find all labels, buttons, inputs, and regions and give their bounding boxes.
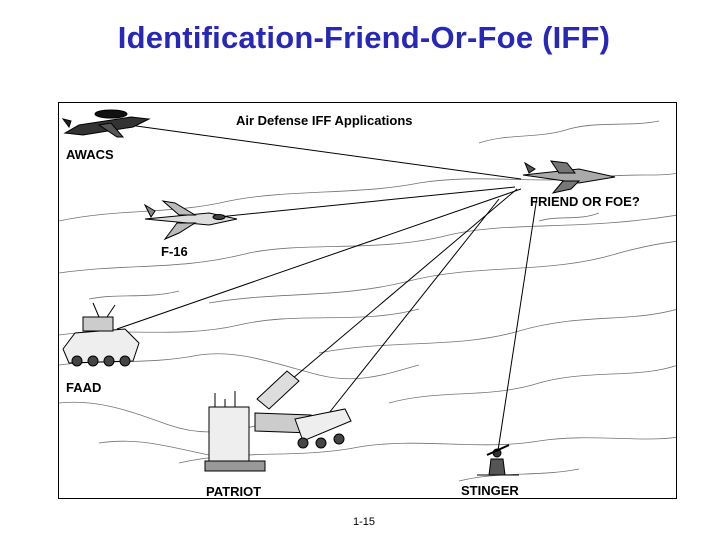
faad-vehicle-icon	[63, 303, 139, 366]
slide-title: Identification-Friend-Or-Foe (IFF)	[0, 20, 728, 56]
awacs-label: AWACS	[66, 147, 114, 162]
faad-label: FAAD	[66, 380, 101, 395]
f16-aircraft-icon	[145, 201, 237, 239]
f16-label: F-16	[161, 244, 188, 259]
iff-line-awacs	[129, 125, 521, 179]
iff-line-f16	[179, 187, 515, 221]
page-number: 1-15	[0, 516, 728, 528]
stinger-label: STINGER	[461, 483, 519, 498]
iff-line-stinger-a	[329, 199, 499, 413]
target-label: FRIEND OR FOE?	[530, 194, 640, 209]
iff-line-stinger-b	[497, 197, 537, 457]
diagram-caption: Air Defense IFF Applications	[236, 113, 413, 128]
diagram-illustration	[59, 103, 677, 499]
awacs-aircraft-icon	[63, 110, 149, 137]
stinger-team-icon	[477, 445, 519, 475]
patriot-battery-icon	[205, 371, 351, 471]
patriot-label: PATRIOT	[206, 484, 261, 499]
iff-line-patriot	[273, 189, 517, 395]
iff-lines	[117, 125, 537, 457]
unknown-aircraft-icon	[523, 161, 615, 193]
iff-diagram: Air Defense IFF Applications AWACS F-16 …	[58, 102, 677, 499]
